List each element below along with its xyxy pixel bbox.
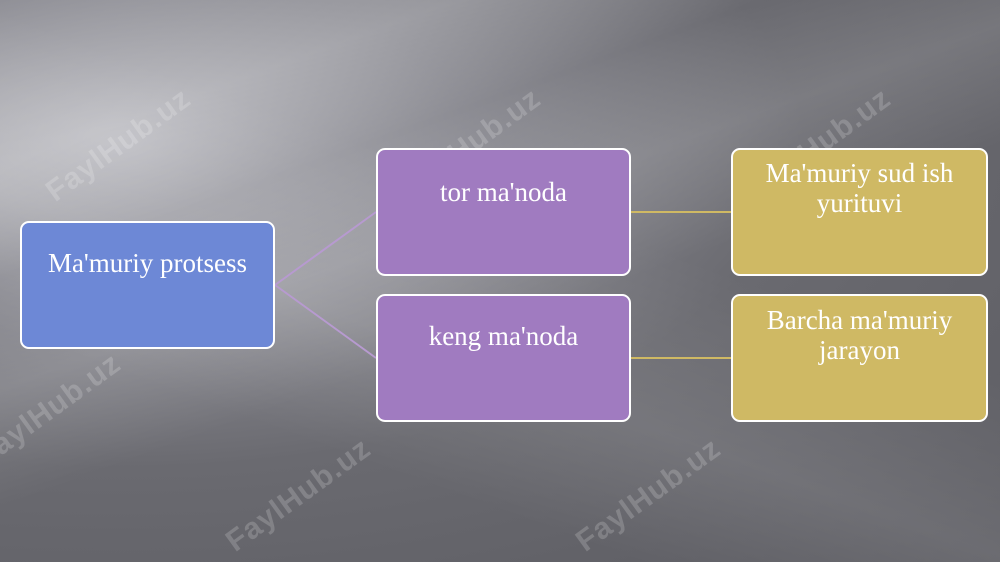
root-node-label: Ma'muriy protsess — [47, 248, 248, 278]
connector-root-tor — [274, 211, 377, 286]
leaf-node-jarayon: Barcha ma'muriy jarayon — [731, 294, 988, 422]
leaf-node-label: Barcha ma'muriy jarayon — [766, 305, 953, 365]
branch-node-keng: keng ma'noda — [376, 294, 631, 422]
branch-node-label: tor ma'noda — [439, 177, 568, 207]
branch-node-tor: tor ma'noda — [376, 148, 631, 276]
leaf-node-sud: Ma'muriy sud ish yurituvi — [731, 148, 988, 276]
connector-root-keng — [274, 284, 377, 359]
root-node: Ma'muriy protsess — [20, 221, 275, 349]
leaf-node-label: Ma'muriy sud ish yurituvi — [765, 158, 954, 218]
branch-node-label: keng ma'noda — [428, 321, 579, 351]
